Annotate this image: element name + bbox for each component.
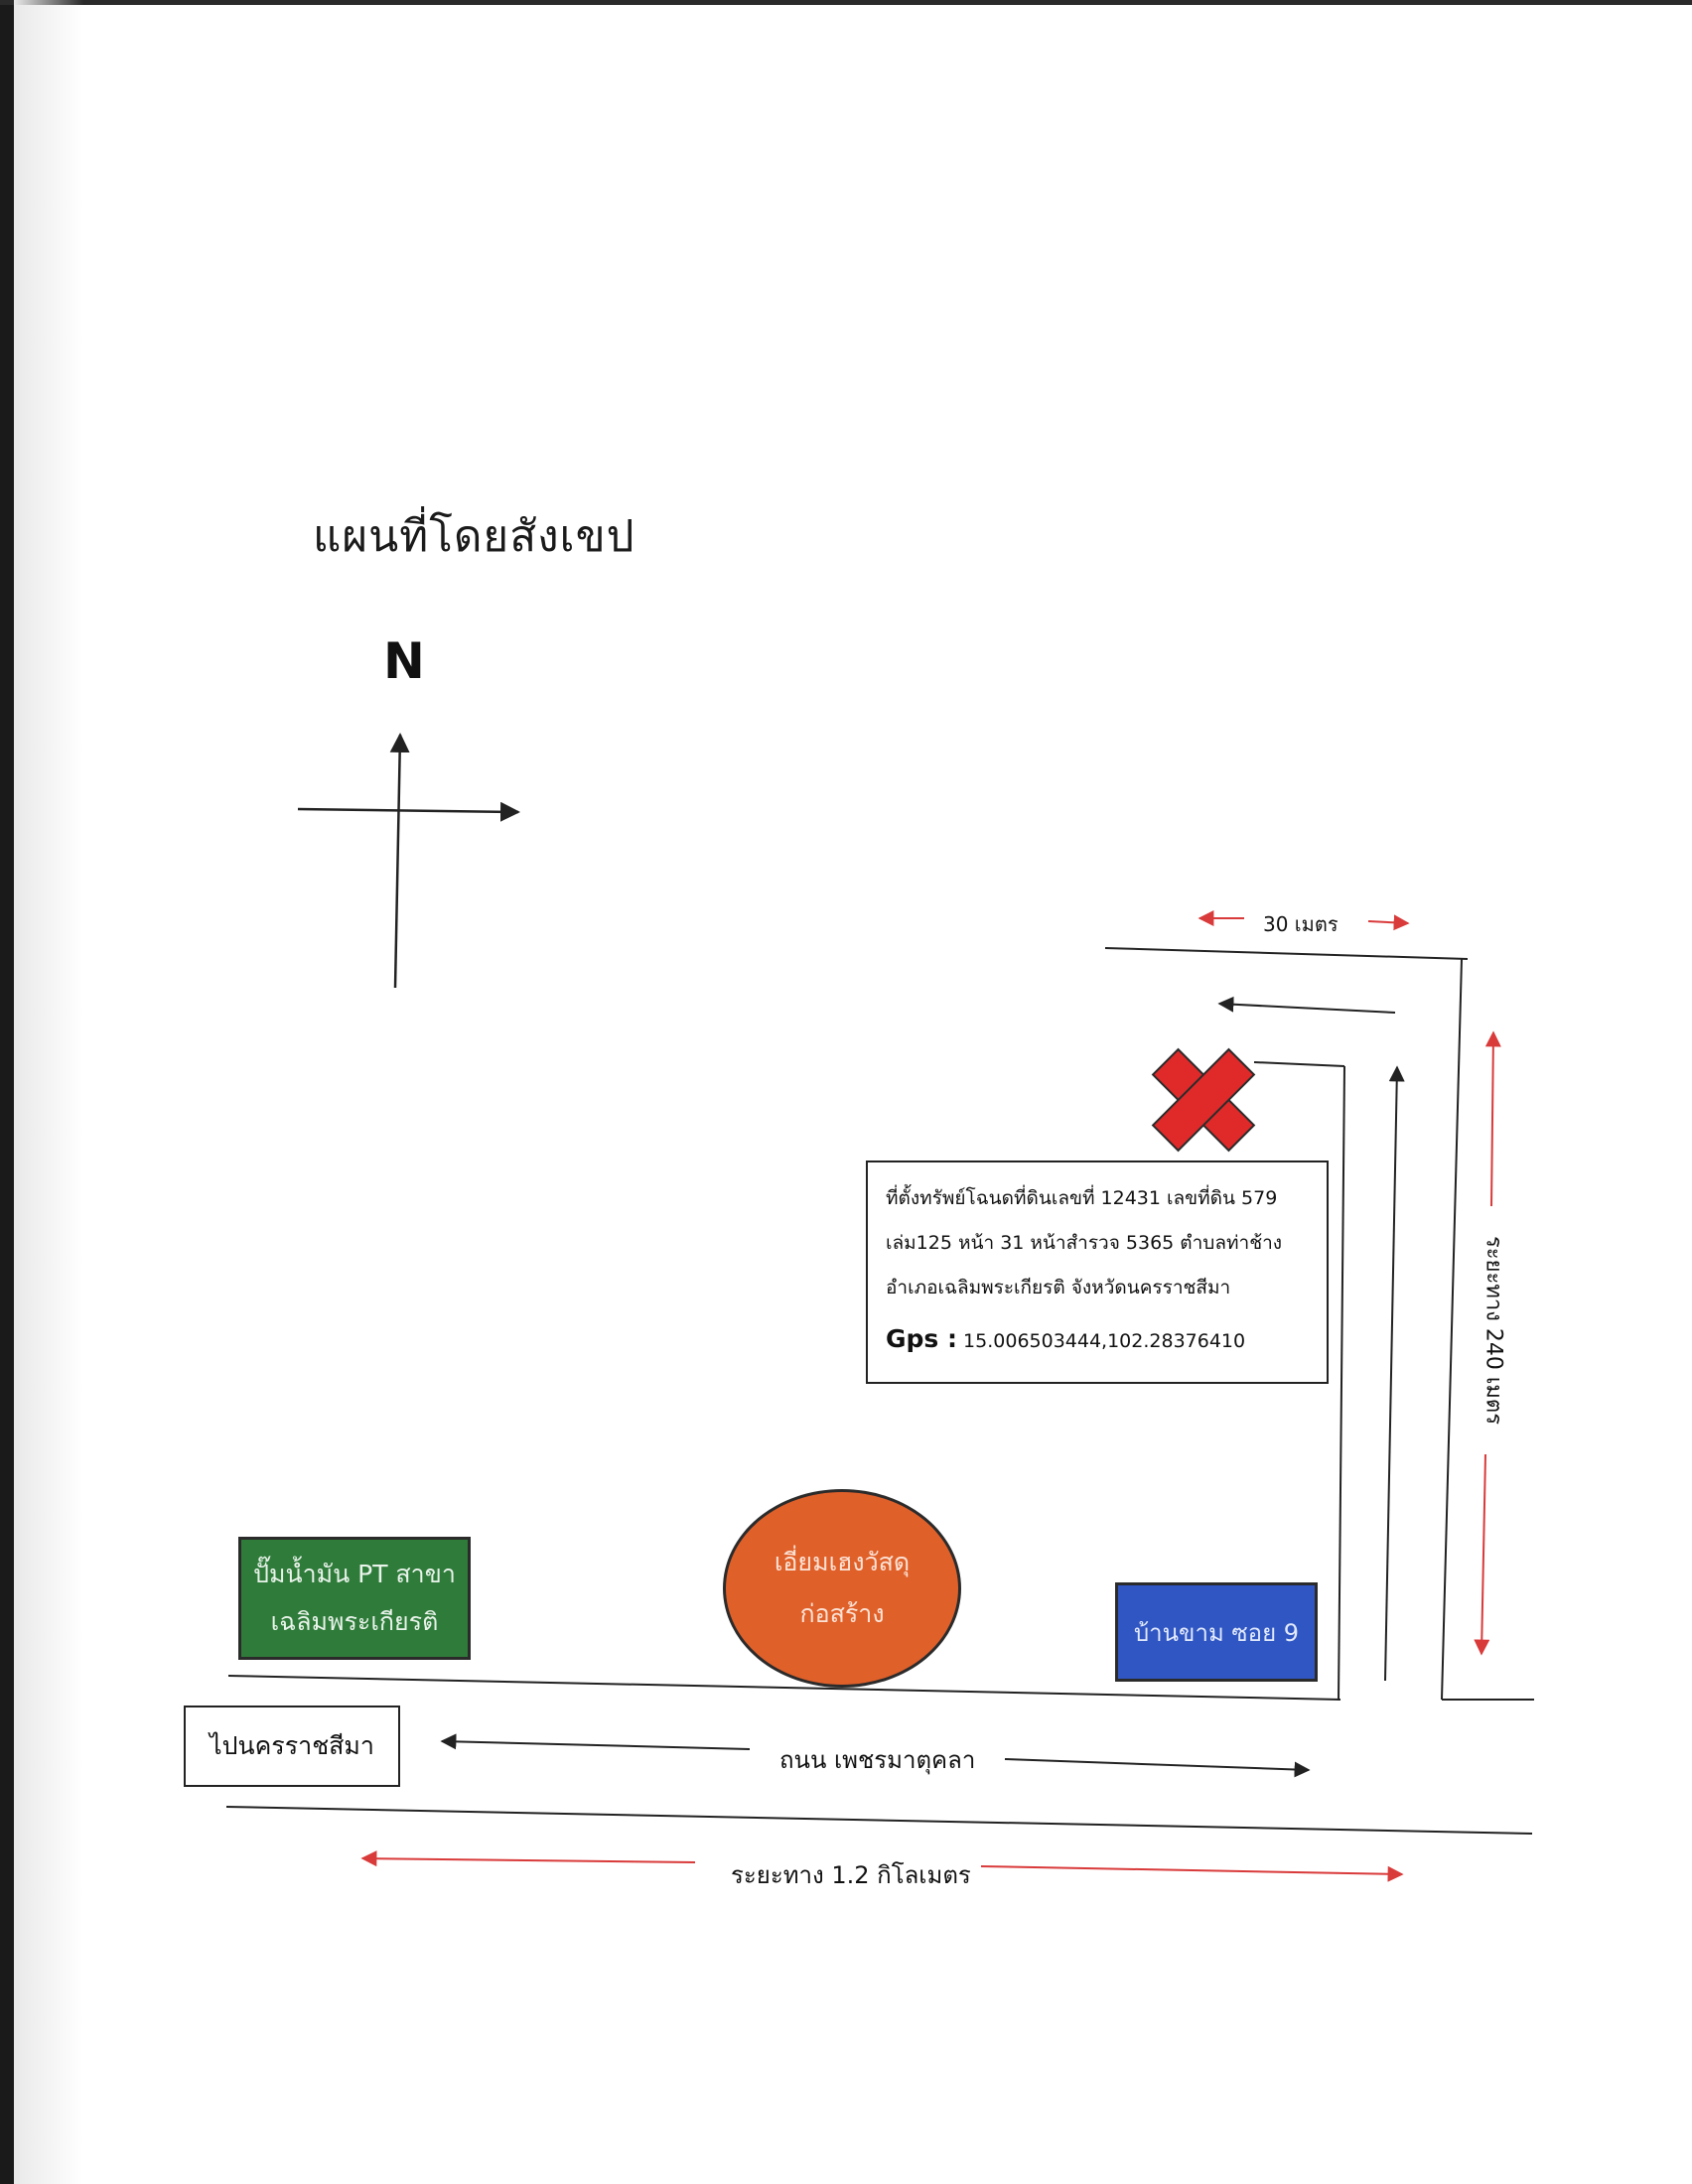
hardware-store-line2: ก่อสร้าง (799, 1599, 885, 1628)
width-label: 30 เมตร (1263, 912, 1339, 936)
width-arrow-right (1367, 914, 1410, 931)
gas-station-line2: เฉลิมพระเกียรติ (270, 1607, 439, 1636)
side-road-lines (1104, 947, 1534, 1702)
distance-arrow-vertical-down (1474, 1453, 1490, 1656)
map-title: แผนที่โดยสังเขป (313, 511, 635, 562)
distance-arrow-horizontal-left (360, 1850, 696, 1867)
compass-icon (297, 733, 520, 989)
gas-station-line1: ปั๊มน้ำมัน PT สาขา (253, 1560, 456, 1588)
distance-horizontal-label: ระยะทาง 1.2 กิโลเมตร (731, 1861, 971, 1889)
road-edge-top (227, 1675, 1341, 1701)
landmark-hardware-store: เอี่ยมเฮงวัสดุ ก่อสร้าง (723, 1489, 961, 1688)
road-edge-bottom (225, 1806, 1533, 1835)
road-name-label: ถนน เพชรมาตุคลา (779, 1746, 976, 1774)
scan-top-edge (0, 0, 1692, 5)
scan-shadow (14, 0, 83, 2184)
gps-value: 15.006503444,102.28376410 (963, 1330, 1246, 1352)
gps-row: Gps : 15.006503444,102.28376410 (886, 1318, 1309, 1360)
landmark-gas-station: ปั๊มน้ำมัน PT สาขา เฉลิมพระเกียรติ (238, 1537, 471, 1660)
info-line-deed: ที่ตั้งทรัพย์โฉนดที่ดินเลขที่ 12431 เลขท… (886, 1187, 1278, 1209)
road-arrow-right (1004, 1758, 1311, 1778)
soi-arrow-left (1217, 996, 1396, 1014)
distance-arrow-horizontal-right (980, 1865, 1404, 1882)
north-label: N (383, 632, 425, 690)
distance-vertical-label: ระยะทาง 240 เมตร (1480, 1235, 1506, 1426)
direction-box-korat: ไปนครราชสีมา (184, 1706, 400, 1787)
soi-arrow-up (1384, 1065, 1405, 1682)
info-line-district: อำเภอเฉลิมพระเกียรติ จังหวัดนครราชสีมา (886, 1277, 1231, 1298)
landmark-soi: บ้านขาม ซอย 9 (1115, 1582, 1318, 1682)
gps-label: Gps : (886, 1324, 957, 1353)
scan-page-edge (0, 0, 14, 2184)
road-arrow-left (440, 1733, 751, 1750)
info-line-book: เล่ม125 หน้า 31 หน้าสำรวจ 5365 ตำบลท่าช้… (886, 1232, 1283, 1254)
hardware-store-line1: เอี่ยมเฮงวัสดุ (774, 1548, 911, 1576)
distance-arrow-vertical-up (1484, 1030, 1501, 1207)
property-info-box: ที่ตั้งทรัพย์โฉนดที่ดินเลขที่ 12431 เลขท… (866, 1160, 1329, 1384)
red-x-icon (1151, 1047, 1256, 1153)
